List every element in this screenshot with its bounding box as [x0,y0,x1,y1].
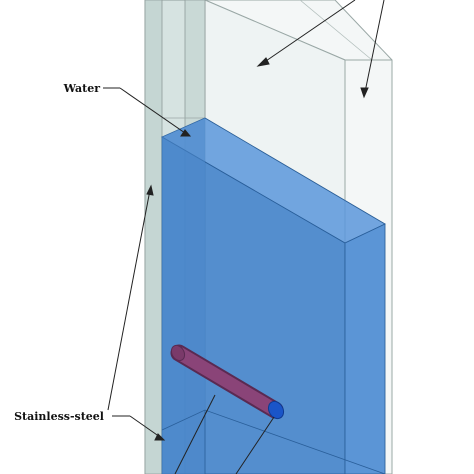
water-label: Water [63,82,101,95]
water-volume [161,117,386,474]
tank-floor [161,409,386,474]
rod-end-cap [267,400,285,420]
stainless-steel-label: Stainless-steel [14,410,104,423]
leader-lines [103,0,385,474]
heating-rod [170,344,285,420]
